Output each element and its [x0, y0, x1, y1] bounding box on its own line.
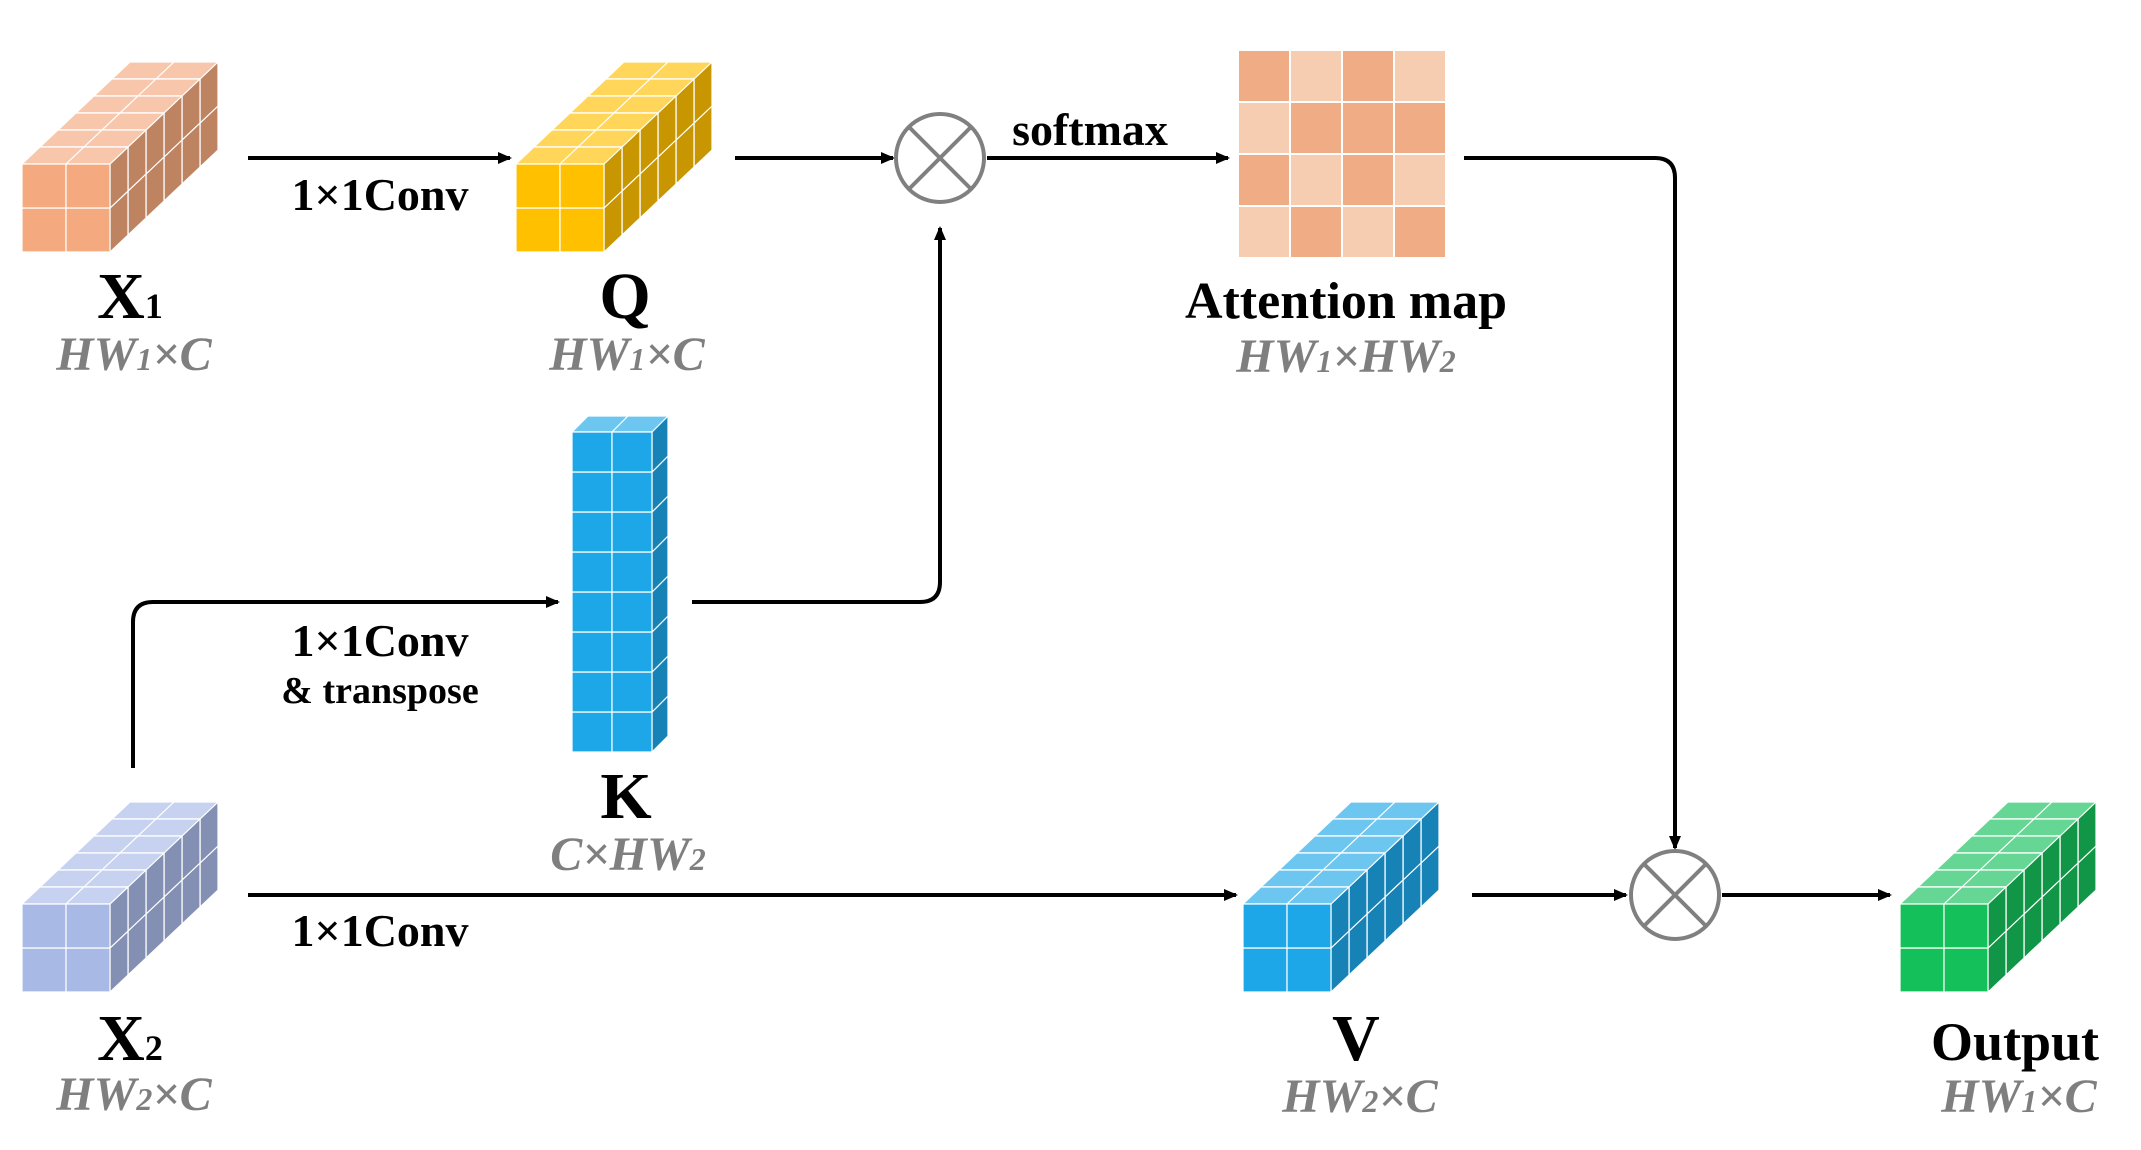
q-tensor-icon	[515, 61, 713, 253]
attention-map-cell	[1237, 153, 1291, 207]
attention-map-cell	[1237, 49, 1291, 103]
arrows	[131, 152, 1892, 901]
attention-map-cell	[1341, 49, 1395, 103]
edge-label-x2-to-k-2: & transpose	[281, 670, 478, 712]
attention-map-cell	[1289, 49, 1343, 103]
q-label: Q	[599, 260, 650, 333]
matmul-top-icon	[894, 112, 986, 204]
arrow-attn-to-mul	[1464, 156, 1681, 850]
arrow-k-to-mul	[692, 226, 946, 604]
x2-label: X2	[97, 1002, 163, 1075]
k-label: K	[600, 760, 651, 833]
v-shape: HW2×C	[1281, 1070, 1438, 1123]
x1-tensor-icon	[21, 61, 219, 253]
attention-map-cell	[1341, 205, 1395, 259]
edge-label-x1-to-q: 1×1Conv	[291, 169, 468, 220]
matmul-bottom-icon	[1629, 849, 1721, 941]
attention-shape: HW1×HW2	[1235, 330, 1455, 383]
edge-label-softmax: softmax	[1012, 104, 1168, 155]
attention-map-cell	[1341, 101, 1395, 155]
attention-map-cell	[1237, 205, 1291, 259]
attention-map-cell	[1289, 153, 1343, 207]
attention-map-cell	[1393, 205, 1447, 259]
attention-map-cell	[1393, 153, 1447, 207]
output-label: Output	[1931, 1012, 2099, 1072]
arrow-x2-to-k	[131, 596, 560, 768]
output-shape: HW1×C	[1940, 1070, 2097, 1123]
v-tensor-icon	[1242, 801, 1440, 993]
x2-shape: HW2×C	[55, 1068, 212, 1121]
q-shape: HW1×C	[548, 328, 705, 381]
attention-label: Attention map	[1185, 273, 1507, 330]
k-tensor-icon	[571, 415, 669, 753]
attention-map-cell	[1237, 101, 1291, 155]
x1-label: X1	[97, 260, 163, 333]
k-shape: C×HW2	[550, 828, 705, 881]
v-label: V	[1332, 1002, 1380, 1075]
edge-label-x2-to-v: 1×1Conv	[291, 905, 468, 956]
attention-map-cell	[1393, 49, 1447, 103]
x2-tensor-icon	[21, 801, 219, 993]
output-tensor-icon	[1899, 801, 2097, 993]
attention-map-cell	[1393, 101, 1447, 155]
x1-shape: HW1×C	[55, 328, 212, 381]
edge-label-x2-to-k-1: 1×1Conv	[291, 615, 468, 666]
attention-map-cell	[1289, 205, 1343, 259]
attention-map-cell	[1341, 153, 1395, 207]
attention-map-cell	[1289, 101, 1343, 155]
attention-map-grid	[1237, 49, 1447, 259]
